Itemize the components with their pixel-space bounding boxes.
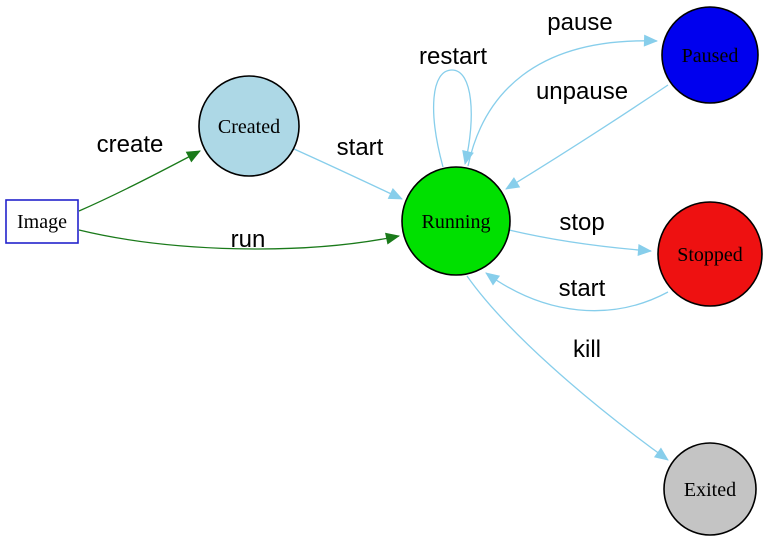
edge-unpause-line xyxy=(505,84,669,190)
edge-label-restart: restart xyxy=(419,43,487,70)
node-paused-circle xyxy=(661,6,759,104)
edge-start-stopped-line xyxy=(485,272,669,312)
node-running-label: Running xyxy=(422,211,491,233)
edge-restart-line xyxy=(433,69,474,168)
edge-stop-line xyxy=(508,229,652,256)
node-running-circle xyxy=(401,166,511,276)
node-image: Image xyxy=(5,199,79,244)
node-created-label: Created xyxy=(218,116,280,138)
edge-kill: kill xyxy=(466,275,669,461)
edge-label-start-stopped: start xyxy=(559,275,606,302)
edge-restart: restart xyxy=(419,43,487,168)
edge-pause-line xyxy=(467,34,658,167)
edge-label-kill: kill xyxy=(573,336,601,363)
node-image-box xyxy=(5,199,79,244)
edge-stop: stop xyxy=(508,209,652,256)
node-paused-label: Paused xyxy=(682,45,739,67)
edge-label-unpause: unpause xyxy=(536,78,628,105)
node-exited: Exited xyxy=(663,442,757,536)
edge-start-created-line xyxy=(293,148,403,200)
edge-run-line xyxy=(78,229,400,250)
node-created: Created xyxy=(198,75,300,177)
edge-label-run: run xyxy=(231,226,266,253)
edge-label-create: create xyxy=(97,131,164,158)
edge-label-stop: stop xyxy=(559,209,604,236)
edge-pause: pause xyxy=(467,9,658,167)
edge-run: run xyxy=(78,226,400,253)
node-stopped-label: Stopped xyxy=(677,244,743,266)
edge-kill-line xyxy=(466,275,669,461)
edge-create-line xyxy=(78,150,201,212)
node-image-label: Image xyxy=(17,211,67,233)
node-created-circle xyxy=(198,75,300,177)
node-stopped: Stopped xyxy=(657,201,763,307)
node-paused: Paused xyxy=(661,6,759,104)
edge-create: create xyxy=(78,131,201,212)
node-exited-circle xyxy=(663,442,757,536)
edge-start-stopped: start xyxy=(485,272,669,312)
edge-label-start-created: start xyxy=(337,134,384,161)
edge-label-pause: pause xyxy=(547,9,612,36)
edge-start-created: start xyxy=(293,134,403,200)
node-running: Running xyxy=(401,166,511,276)
edge-unpause: unpause xyxy=(505,78,669,190)
node-exited-label: Exited xyxy=(684,479,736,501)
node-stopped-circle xyxy=(657,201,763,307)
